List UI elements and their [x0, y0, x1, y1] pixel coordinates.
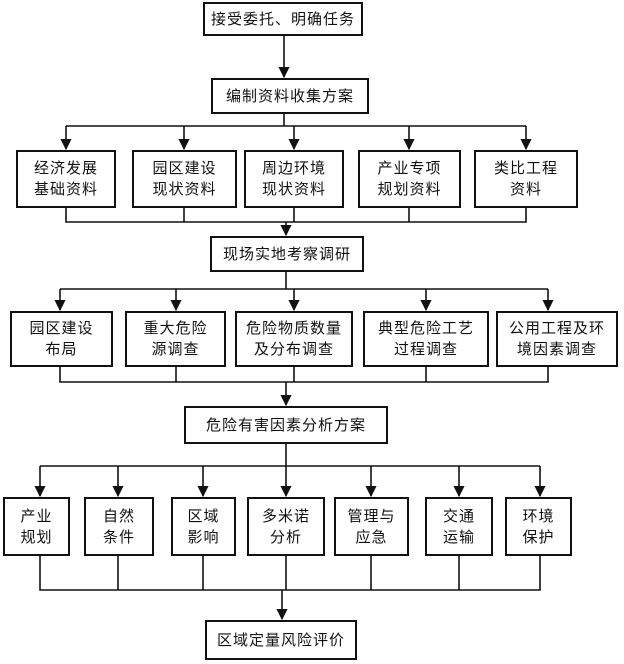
node-domino-analysis: 多米诺 分析 — [247, 497, 325, 556]
node-park-status: 园区建设 现状资料 — [132, 150, 237, 208]
node-regional-impact: 区域 影响 — [171, 497, 236, 556]
node-field-survey: 现场实地考察调研 — [210, 236, 364, 272]
node-surroundings: 周边环境 现状资料 — [244, 150, 344, 208]
node-industrial-planning: 产业 规划 — [3, 497, 70, 556]
node-industry-plan: 产业专项 规划资料 — [358, 150, 461, 208]
node-similar-projects: 类比工程 资料 — [474, 150, 578, 208]
node-accept-task: 接受委托、明确任务 — [203, 2, 363, 36]
node-hazardous-materials: 危险物质数量 及分布调查 — [235, 311, 353, 367]
node-plan-collection: 编制资料收集方案 — [211, 78, 369, 114]
connector-bus — [39, 556, 541, 591]
node-park-layout: 园区建设 布局 — [10, 311, 113, 367]
node-environmental-protection: 环境 保护 — [505, 497, 572, 556]
node-economy: 经济发展 基础资料 — [16, 150, 116, 208]
node-natural-conditions: 自然 条件 — [84, 497, 154, 556]
node-transportation: 交通 运输 — [425, 497, 493, 556]
node-quantitative-risk: 区域定量风险评价 — [205, 620, 357, 660]
node-public-works: 公用工程及环 境因素调查 — [496, 311, 618, 367]
connector-bus — [65, 208, 527, 223]
node-hazard-analysis-plan: 危险有害因素分析方案 — [184, 406, 388, 444]
node-major-hazards: 重大危险 源调查 — [125, 311, 226, 367]
node-typical-process: 典型危险工艺 过程调查 — [363, 311, 489, 367]
node-management-emergency: 管理与 应急 — [334, 497, 409, 556]
connector-bus — [59, 367, 549, 383]
